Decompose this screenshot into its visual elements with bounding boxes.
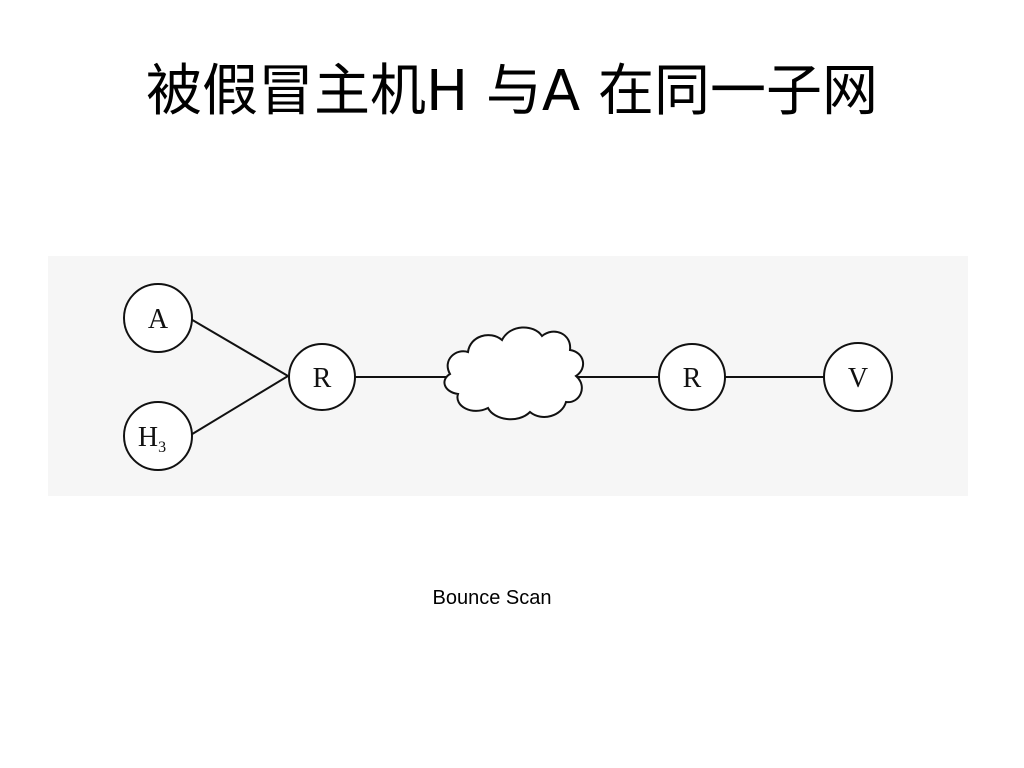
slide-title: 被假冒主机H 与A 在同一子网: [145, 59, 879, 124]
node-a-label-text: A: [148, 304, 169, 335]
node-r-right: R: [658, 343, 726, 411]
node-a: A: [123, 283, 193, 353]
node-h3-label-text: H: [138, 422, 158, 453]
node-h3: H3: [123, 401, 193, 471]
figure-caption: Bounce Scan: [0, 584, 1024, 612]
node-h3-subscript: 3: [158, 439, 166, 456]
figure-caption-text: Bounce Scan: [432, 587, 552, 609]
node-r-left: R: [288, 343, 356, 411]
node-r-right-label-text: R: [683, 363, 702, 394]
node-h3-circle: [123, 401, 193, 471]
node-v: V: [823, 342, 893, 412]
node-r-right-label: R: [683, 363, 702, 394]
node-h3-label: H3: [138, 422, 166, 456]
network-diagram: A H3 R R V: [48, 256, 968, 496]
node-a-label: A: [148, 304, 169, 335]
edge-h3-r: [188, 375, 289, 437]
node-r-right-circle: [658, 343, 726, 411]
internet-cloud-icon: [443, 326, 585, 421]
node-a-circle: [123, 283, 193, 353]
node-r-left-label: R: [313, 363, 332, 394]
node-v-label-text: V: [848, 363, 868, 394]
edge-a-r: [188, 317, 289, 377]
network-diagram-svg: A H3 R R V: [123, 283, 893, 471]
node-v-label: V: [848, 363, 868, 394]
node-r-left-circle: [288, 343, 356, 411]
node-v-circle: [823, 342, 893, 412]
node-r-left-label-text: R: [313, 363, 332, 394]
